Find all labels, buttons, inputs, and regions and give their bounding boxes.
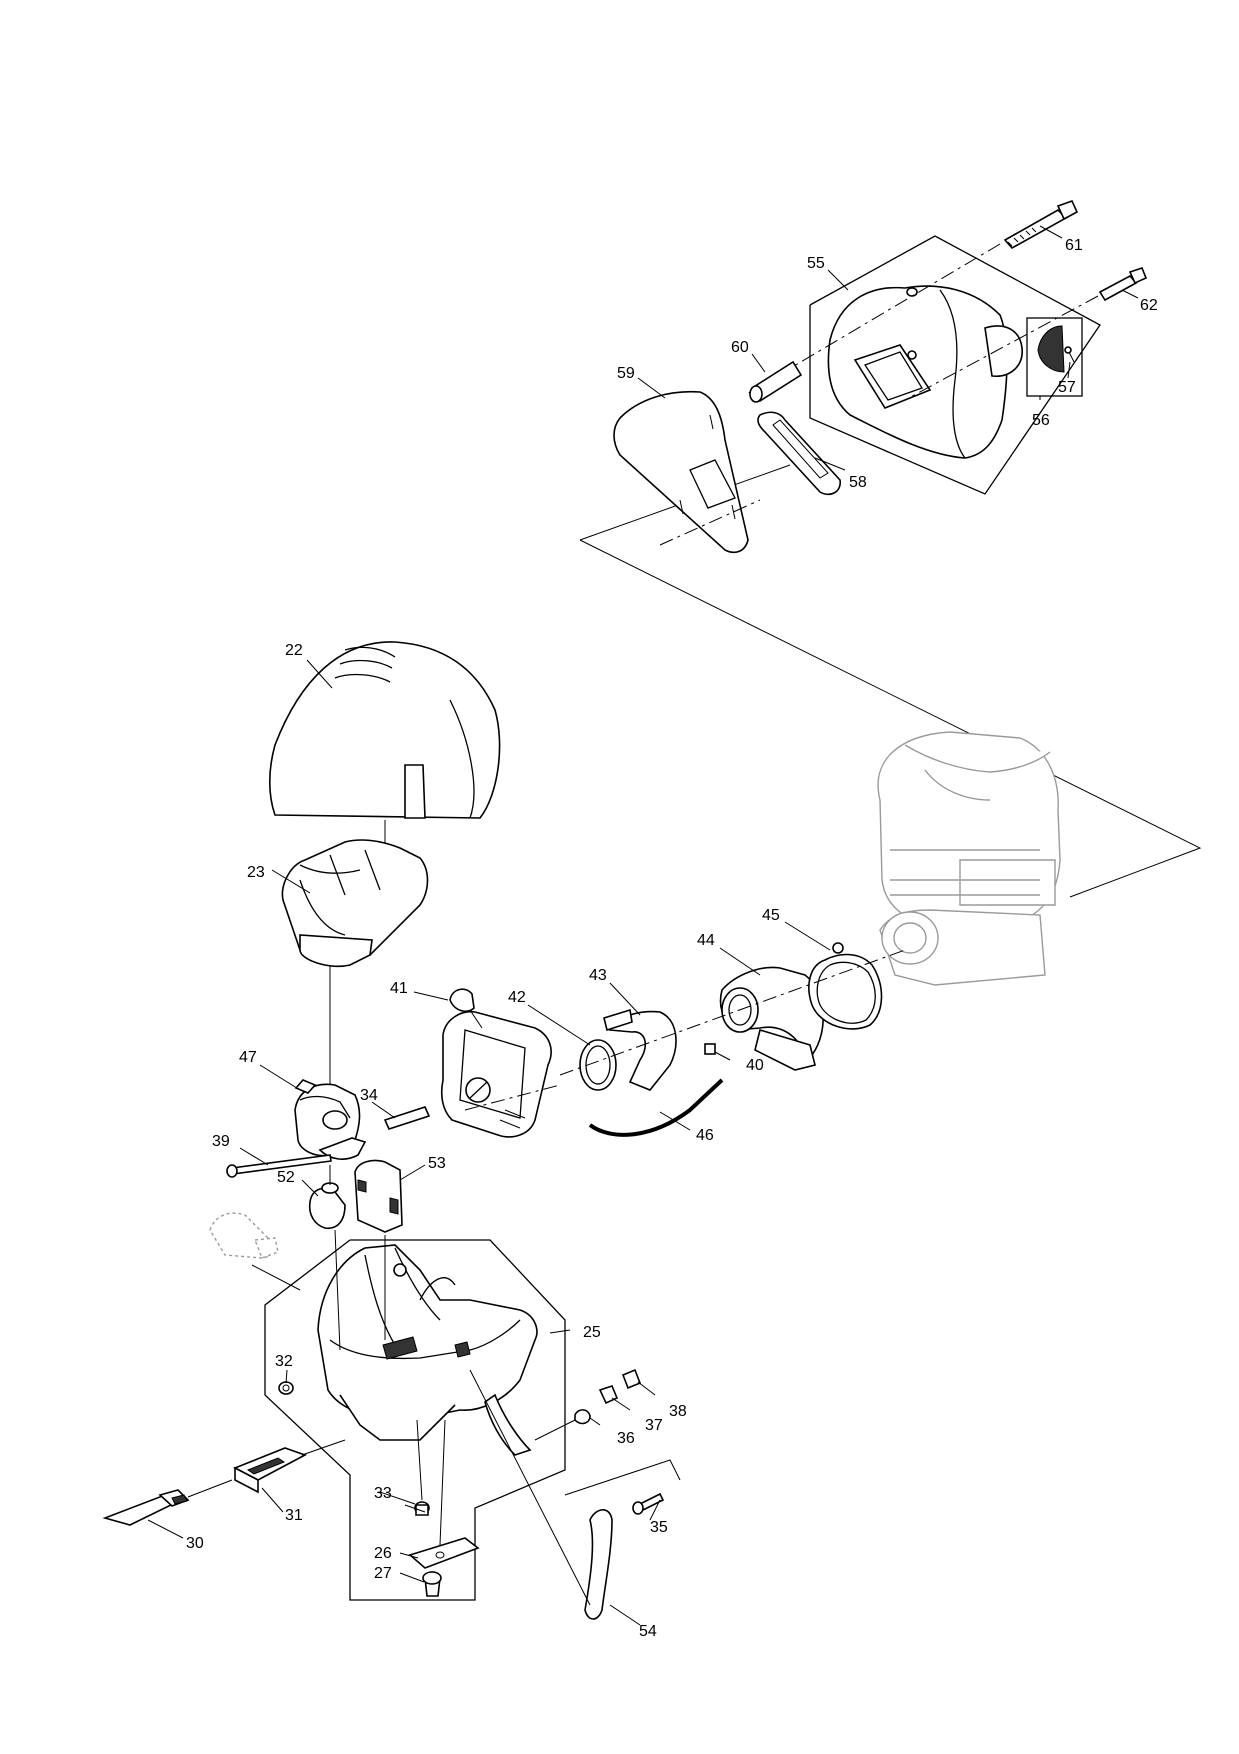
callout-59: 59 <box>617 365 635 382</box>
screw-35 <box>632 1492 665 1515</box>
callout-54: 54 <box>639 1623 657 1640</box>
callout-52: 52 <box>277 1169 295 1186</box>
switch-31 <box>233 1447 307 1494</box>
callout-60: 60 <box>731 339 749 356</box>
plate-26 <box>408 1537 480 1569</box>
callout-35: 35 <box>650 1519 668 1536</box>
carburetor-group <box>440 942 906 1138</box>
callout-33: 33 <box>374 1485 392 1502</box>
bolt-62 <box>1098 267 1148 302</box>
muffler-body <box>827 285 1023 459</box>
cylinder-ghost <box>877 731 1061 986</box>
callout-45: 45 <box>762 907 780 924</box>
muffler-assembly <box>579 199 1202 898</box>
callout-30: 30 <box>186 1535 204 1552</box>
screw-36 <box>574 1409 591 1425</box>
callout-41: 41 <box>390 980 408 997</box>
screw-33 <box>414 1501 430 1516</box>
heat-shield-59 <box>613 390 749 554</box>
callout-44: 44 <box>697 932 715 949</box>
callout-43: 43 <box>589 967 607 984</box>
leader-lines <box>147 225 1139 1626</box>
nut-38 <box>621 1368 642 1390</box>
callout-27: 27 <box>374 1565 392 1582</box>
bolt-27 <box>422 1571 442 1597</box>
air-filter-cover <box>269 641 501 819</box>
tube-54 <box>584 1509 613 1620</box>
callout-25: 25 <box>583 1324 601 1341</box>
callout-39: 39 <box>212 1133 230 1150</box>
callout-55: 55 <box>807 255 825 272</box>
callout-34: 34 <box>360 1087 378 1104</box>
carb-adapter <box>294 1079 367 1160</box>
bolt-39 <box>226 1154 332 1178</box>
pin-34 <box>383 1106 431 1130</box>
spark-screen <box>1026 317 1083 397</box>
callout-47: 47 <box>239 1049 257 1066</box>
callout-31: 31 <box>285 1507 303 1524</box>
callout-40: 40 <box>746 1057 764 1074</box>
callout-61: 61 <box>1065 237 1083 254</box>
nut-37 <box>598 1385 619 1405</box>
crank-housing <box>264 1239 566 1601</box>
anti-vibration-damper <box>308 1182 346 1230</box>
callout-22: 22 <box>285 642 303 659</box>
callout-46: 46 <box>696 1127 714 1144</box>
callout-62: 62 <box>1140 297 1158 314</box>
nut-32 <box>278 1381 294 1395</box>
callout-36: 36 <box>617 1430 635 1447</box>
switch-30 <box>102 1489 190 1526</box>
callout-labels: 22 23 25 26 27 30 31 32 33 34 35 36 37 3… <box>186 237 1158 1640</box>
callout-42: 42 <box>508 989 526 1006</box>
callout-23: 23 <box>247 864 265 881</box>
callout-58: 58 <box>849 474 867 491</box>
callout-37: 37 <box>645 1417 663 1434</box>
callout-56: 56 <box>1032 412 1050 429</box>
callout-38: 38 <box>669 1403 687 1420</box>
callout-53: 53 <box>428 1155 446 1172</box>
callout-26: 26 <box>374 1545 392 1562</box>
air-filter <box>281 839 429 968</box>
plate-53 <box>354 1159 403 1233</box>
sleeve-60 <box>749 360 803 403</box>
callout-32: 32 <box>275 1353 293 1370</box>
starter-ghost <box>209 1212 279 1259</box>
bolt-61 <box>1003 199 1079 250</box>
callout-57: 57 <box>1058 379 1076 396</box>
gasket-58 <box>757 411 841 496</box>
